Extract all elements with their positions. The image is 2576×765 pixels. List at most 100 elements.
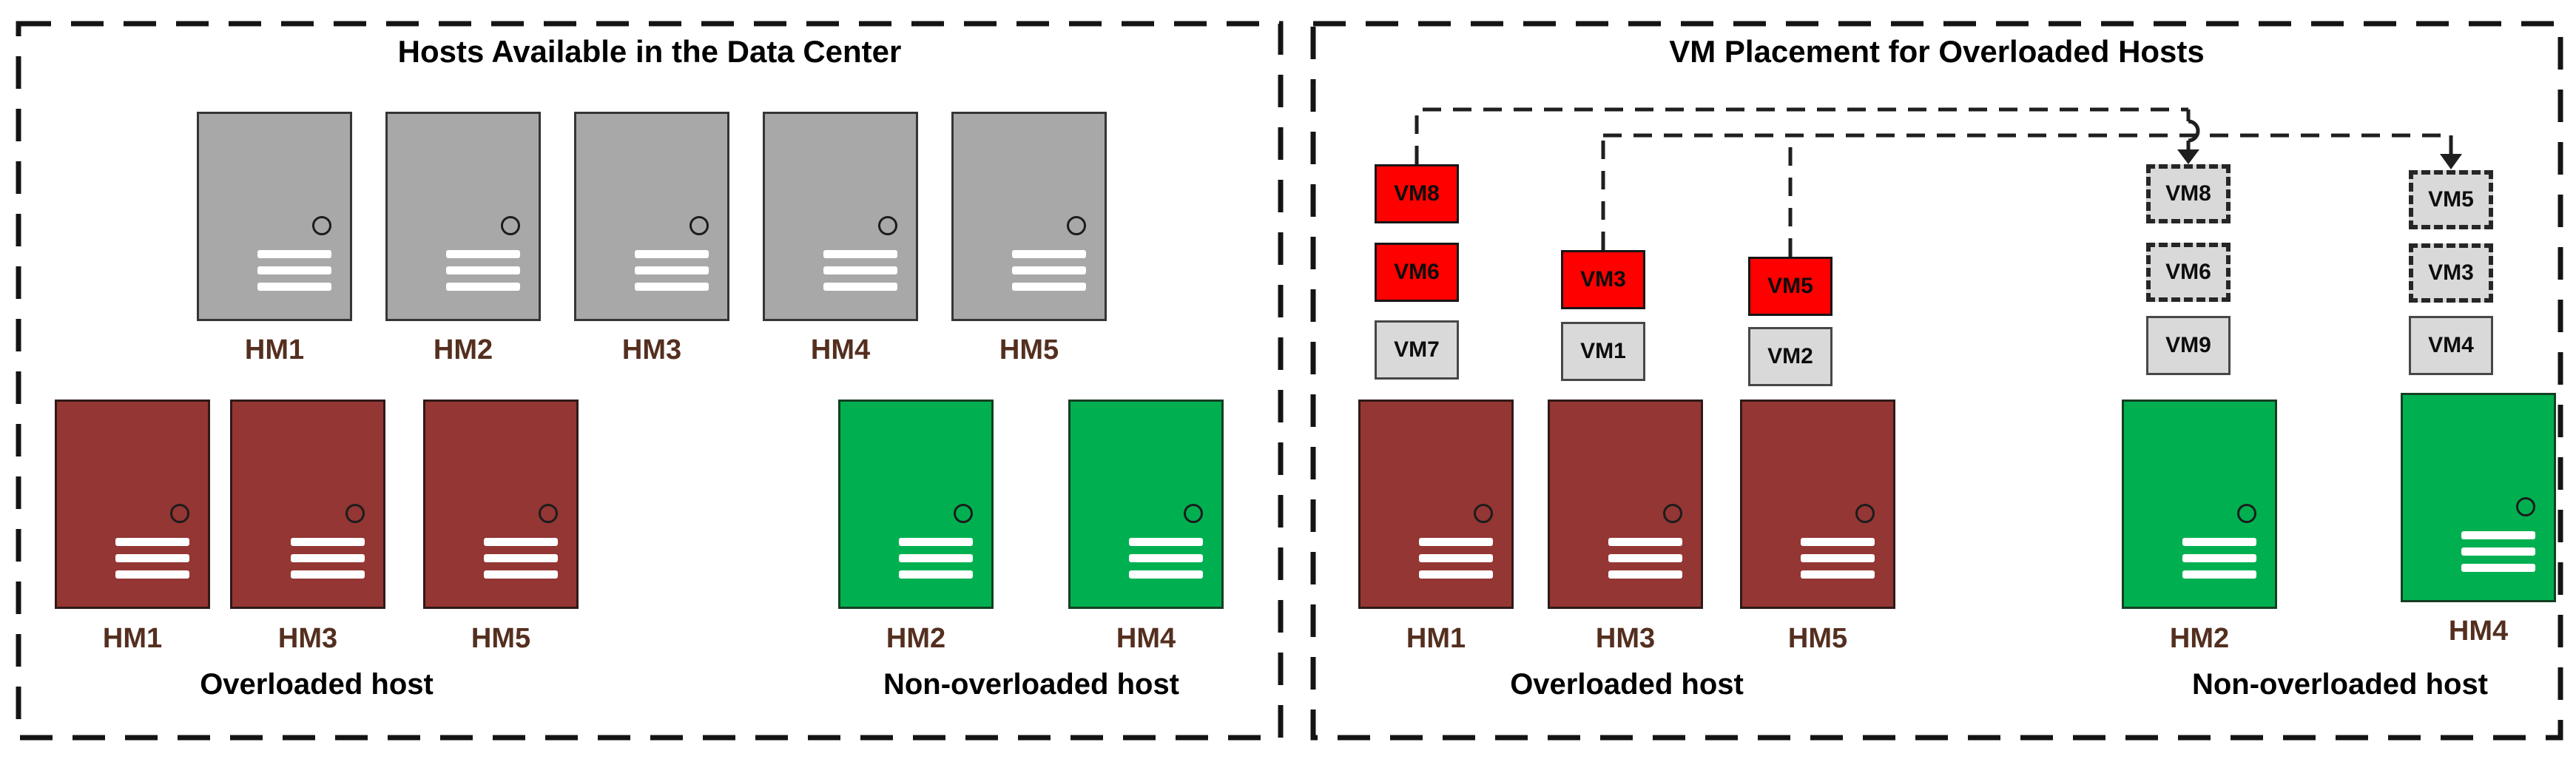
vent-line-icon bbox=[1801, 570, 1875, 579]
power-button-icon bbox=[689, 216, 709, 235]
vent-line-icon bbox=[291, 554, 365, 562]
vent-line-icon bbox=[2461, 547, 2535, 556]
vent-line-icon bbox=[1419, 554, 1493, 562]
power-button-icon bbox=[501, 216, 520, 235]
vent-line-icon bbox=[1801, 554, 1875, 562]
vent-line-icon bbox=[1608, 570, 1682, 579]
vent-line-icon bbox=[1419, 570, 1493, 579]
power-button-icon bbox=[954, 504, 973, 523]
server-icon-nonoverloaded-hm2 bbox=[838, 400, 994, 609]
server-icon-nonoverloaded-hm4-right bbox=[2401, 393, 2556, 602]
non-overloaded-caption: Non-overloaded host bbox=[883, 668, 1180, 701]
vent-line-icon bbox=[1419, 538, 1493, 546]
vm-box-vm4-hm4: VM4 bbox=[2409, 316, 2493, 375]
vent-line-icon bbox=[635, 266, 709, 274]
host-label: HM1 bbox=[1406, 623, 1466, 654]
overloaded-caption: Overloaded host bbox=[1510, 668, 1744, 701]
vent-line-icon bbox=[115, 570, 189, 579]
server-icon-nonoverloaded-hm2-right bbox=[2122, 400, 2277, 609]
host-label: HM5 bbox=[999, 334, 1059, 365]
vent-line-icon bbox=[1012, 250, 1086, 258]
power-button-icon bbox=[1855, 504, 1875, 523]
host-label: HM1 bbox=[244, 334, 305, 365]
vent-line-icon bbox=[257, 250, 331, 258]
non-overloaded-caption: Non-overloaded host bbox=[2191, 668, 2489, 701]
vent-line-icon bbox=[257, 283, 331, 291]
host-label: HM3 bbox=[621, 334, 682, 365]
vm-box-vm2-hm5: VM2 bbox=[1748, 327, 1832, 386]
line-hop-arc bbox=[2188, 119, 2200, 143]
vm-box-vm8-hm1: VM8 bbox=[1375, 164, 1459, 223]
server-icon-overloaded-hm5 bbox=[423, 400, 579, 609]
vent-line-icon bbox=[1129, 538, 1203, 546]
power-button-icon bbox=[878, 216, 897, 235]
power-button-icon bbox=[1474, 504, 1493, 523]
power-button-icon bbox=[1663, 504, 1682, 523]
right-panel-border bbox=[1310, 21, 2563, 741]
vent-line-icon bbox=[635, 283, 709, 291]
server-icon-available-hm4 bbox=[763, 112, 918, 321]
vm-box-vm6-hm2-incoming: VM6 bbox=[2146, 243, 2231, 302]
vent-line-icon bbox=[1129, 554, 1203, 562]
server-icon-nonoverloaded-hm4 bbox=[1068, 400, 1224, 609]
server-icon-overloaded-hm3-right bbox=[1548, 400, 1703, 609]
vent-line-icon bbox=[635, 250, 709, 258]
host-label: HM4 bbox=[810, 334, 871, 365]
vm-box-vm5-hm5: VM5 bbox=[1748, 257, 1832, 316]
power-button-icon bbox=[1067, 216, 1086, 235]
server-icon-available-hm3 bbox=[574, 112, 729, 321]
host-label: HM2 bbox=[2169, 623, 2230, 654]
vent-line-icon bbox=[2461, 531, 2535, 539]
vent-line-icon bbox=[823, 250, 897, 258]
vm-box-vm8-hm2-incoming: VM8 bbox=[2146, 164, 2231, 223]
server-icon-available-hm5 bbox=[951, 112, 1107, 321]
vent-line-icon bbox=[446, 266, 520, 274]
vent-line-icon bbox=[2461, 564, 2535, 572]
vent-line-icon bbox=[899, 554, 973, 562]
vent-line-icon bbox=[115, 554, 189, 562]
host-label: HM2 bbox=[433, 334, 493, 365]
host-label: HM5 bbox=[471, 623, 531, 654]
arrowhead-into-hm2-icon bbox=[2177, 149, 2199, 164]
vent-line-icon bbox=[291, 570, 365, 579]
vent-line-icon bbox=[2182, 570, 2256, 579]
host-label: HM4 bbox=[1116, 623, 1176, 654]
right-panel-title: VM Placement for Overloaded Hosts bbox=[1669, 34, 2205, 69]
vm-box-vm3-hm3: VM3 bbox=[1561, 250, 1645, 309]
server-icon-overloaded-hm3 bbox=[230, 400, 385, 609]
vm-box-vm7-hm1: VM7 bbox=[1375, 320, 1459, 380]
vent-line-icon bbox=[1801, 538, 1875, 546]
vent-line-icon bbox=[291, 538, 365, 546]
server-icon-overloaded-hm1 bbox=[55, 400, 210, 609]
server-icon-overloaded-hm1-right bbox=[1358, 400, 1514, 609]
server-icon-available-hm1 bbox=[197, 112, 352, 321]
vent-line-icon bbox=[115, 538, 189, 546]
vent-line-icon bbox=[823, 283, 897, 291]
migration-line-hm1-to-hm2 bbox=[1415, 107, 2188, 164]
vent-line-icon bbox=[2182, 554, 2256, 562]
server-icon-overloaded-hm5-right bbox=[1740, 400, 1895, 609]
vm-box-vm1-hm3: VM1 bbox=[1561, 322, 1645, 381]
vent-line-icon bbox=[899, 538, 973, 546]
vent-line-icon bbox=[899, 570, 973, 579]
power-button-icon bbox=[170, 504, 189, 523]
vent-line-icon bbox=[1012, 283, 1086, 291]
vent-line-icon bbox=[484, 570, 558, 579]
power-button-icon bbox=[539, 504, 558, 523]
vent-line-icon bbox=[1608, 538, 1682, 546]
vm-box-vm9-hm2: VM9 bbox=[2146, 316, 2231, 375]
power-button-icon bbox=[312, 216, 331, 235]
vent-line-icon bbox=[1608, 554, 1682, 562]
host-label: HM1 bbox=[102, 623, 163, 654]
power-button-icon bbox=[1184, 504, 1203, 523]
power-button-icon bbox=[345, 504, 365, 523]
vent-line-icon bbox=[1012, 266, 1086, 274]
host-label: HM4 bbox=[2448, 616, 2509, 647]
vent-line-icon bbox=[1129, 570, 1203, 579]
host-label: HM2 bbox=[886, 623, 946, 654]
vm-box-vm5-hm4-incoming: VM5 bbox=[2409, 170, 2493, 229]
host-label: HM3 bbox=[1595, 623, 1656, 654]
vent-line-icon bbox=[823, 266, 897, 274]
vent-line-icon bbox=[2182, 538, 2256, 546]
